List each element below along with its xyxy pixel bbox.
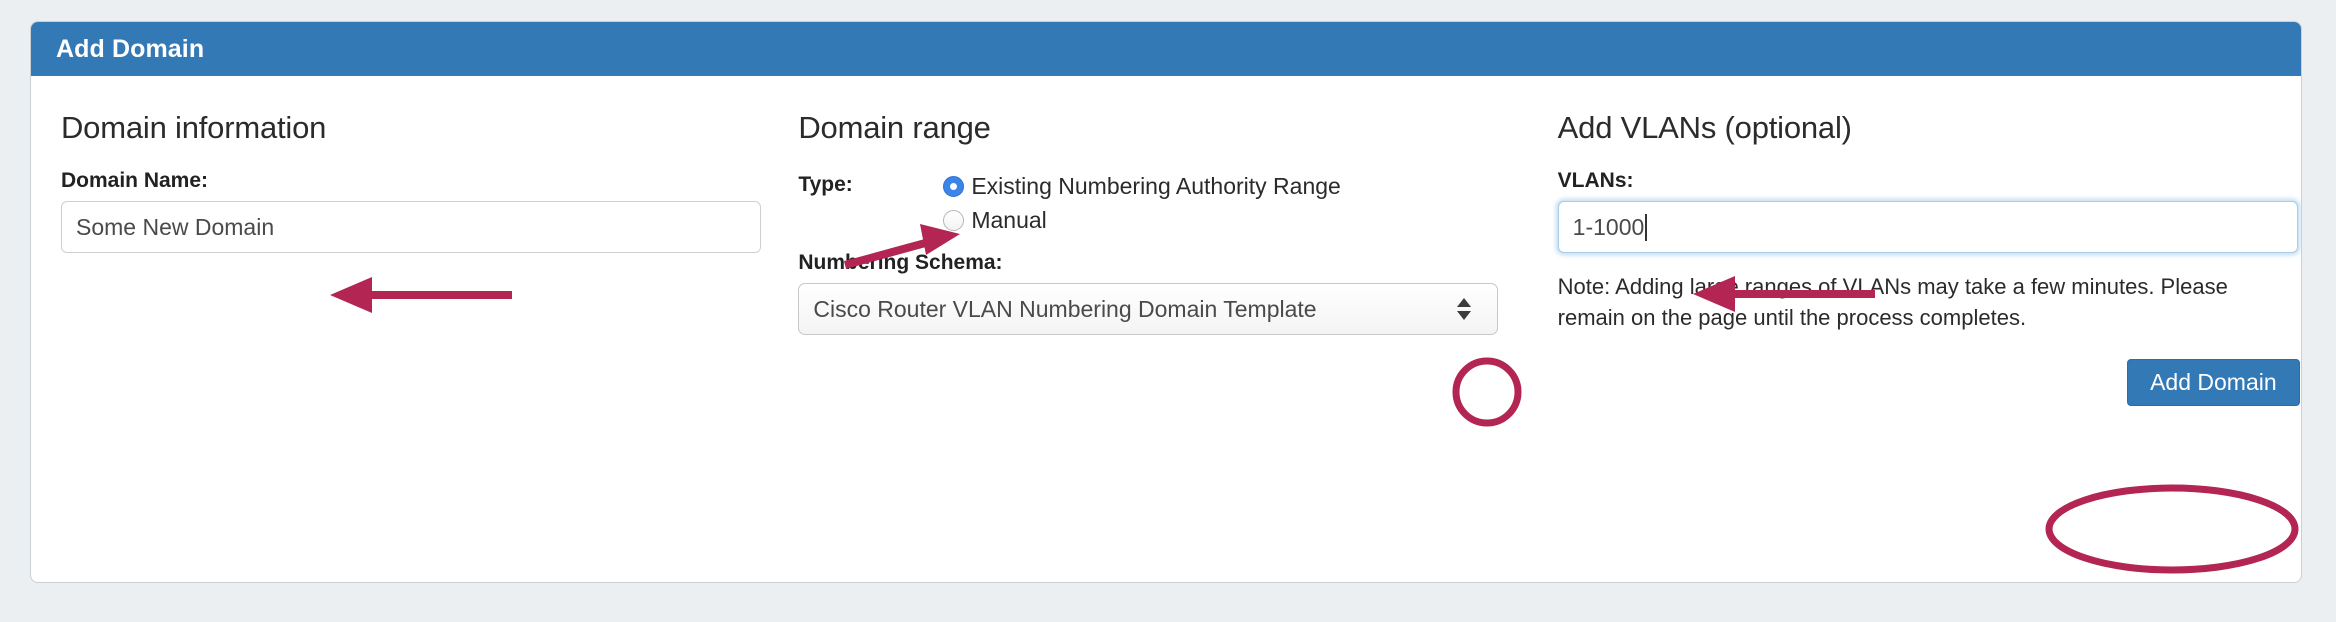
panel-header: Add Domain [31,22,2301,76]
text-caret [1645,213,1648,241]
radio-existing-icon[interactable] [943,175,965,197]
numbering-schema-select[interactable]: Cisco Router VLAN Numbering Domain Templ… [798,283,1499,335]
domain-name-value: Some New Domain [76,213,275,240]
add-domain-panel: Add Domain Domain information Domain Nam… [30,21,2302,583]
add-domain-submit-button[interactable]: Add Domain [2127,359,2300,407]
chevron-up-down-icon[interactable] [1457,298,1472,320]
domain-name-input[interactable]: Some New Domain [61,201,761,253]
submit-row: Add Domain [1558,359,2300,407]
radio-option-existing[interactable]: Existing Numbering Authority Range [943,169,1341,203]
type-label: Type: [798,173,853,196]
type-radio-group: Existing Numbering Authority Range Manua… [943,169,1341,237]
radio-existing-label: Existing Numbering Authority Range [971,172,1341,199]
vlans-input[interactable]: 1-1000 [1557,201,2298,253]
radio-option-manual[interactable]: Manual [943,203,1340,237]
numbering-schema-label: Numbering Schema: [798,251,1003,274]
type-row: Type: Existing Numbering Authority Range… [798,169,1549,237]
vlans-value: 1-1000 [1572,213,1645,240]
radio-manual-icon[interactable] [943,209,965,231]
column-add-vlans: Add VLANs (optional) VLANs: 1-1000 Note:… [1550,110,2301,582]
domain-name-label: Domain Name: [61,169,209,192]
section-title-domain-information: Domain information [61,110,327,145]
chevron-up-icon [1457,298,1472,307]
section-title-add-vlans: Add VLANs (optional) [1557,110,1852,145]
column-domain-information: Domain information Domain Name: Some New… [31,110,790,582]
vlans-label: VLANs: [1557,169,1634,192]
panel-title: Add Domain [56,34,205,63]
numbering-schema-value: Cisco Router VLAN Numbering Domain Templ… [813,295,1317,322]
chevron-down-icon [1457,311,1472,320]
section-title-domain-range: Domain range [798,110,991,145]
column-domain-range: Domain range Type: Existing Numbering Au… [790,110,1549,582]
radio-manual-label: Manual [971,206,1047,233]
vlans-note: Note: Adding large ranges of VLANs may t… [1557,274,2228,331]
panel-body: Domain information Domain Name: Some New… [31,76,2301,582]
